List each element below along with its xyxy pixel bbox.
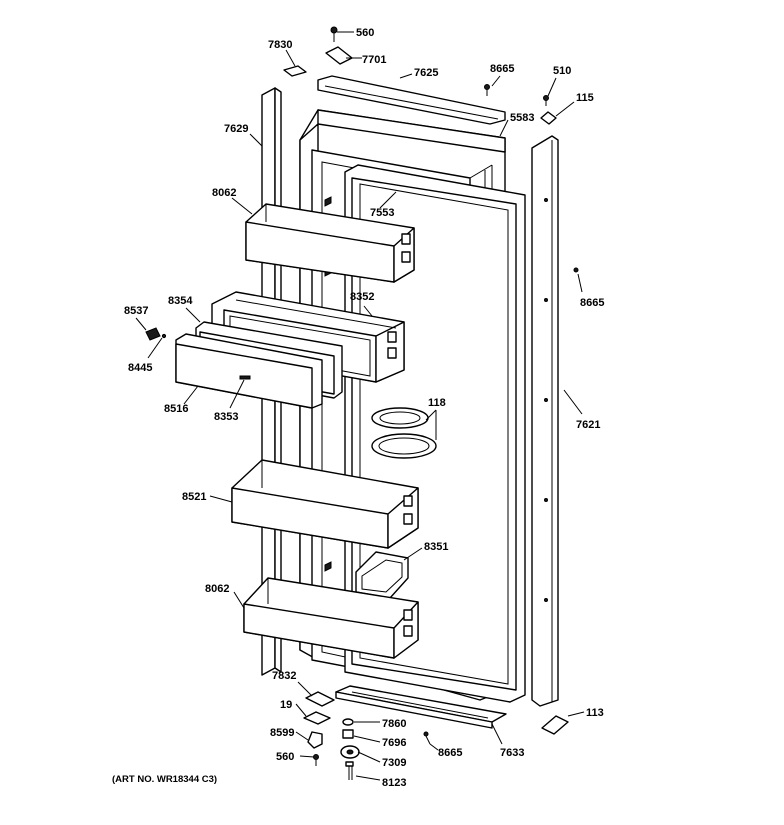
leader-lines <box>135 31 585 781</box>
callout-7629: 7629 <box>224 123 248 135</box>
callout-7309: 7309 <box>382 757 406 769</box>
callout-8062-top: 8062 <box>212 187 236 199</box>
callout-8351: 8351 <box>424 541 448 553</box>
callout-560-top: 560 <box>356 27 374 39</box>
callout-8352: 8352 <box>350 291 374 303</box>
bottom-hinge-parts <box>303 691 569 780</box>
callout-labels: 560 7701 7830 7625 8665 510 115 5583 762… <box>112 27 604 789</box>
callout-8062-bottom: 8062 <box>205 583 229 595</box>
callout-8353: 8353 <box>214 411 238 423</box>
callout-8665-right: 8665 <box>580 297 604 309</box>
callout-7633: 7633 <box>500 747 524 759</box>
callout-113: 113 <box>586 707 604 719</box>
drawer-pin <box>145 327 167 341</box>
callout-19: 19 <box>280 699 292 711</box>
callout-7621: 7621 <box>576 419 600 431</box>
callout-118: 118 <box>428 397 446 409</box>
callout-8665-bottom: 8665 <box>438 747 462 759</box>
callout-7553: 7553 <box>370 207 394 219</box>
upper-door-bin <box>245 203 415 283</box>
callout-8445: 8445 <box>128 362 152 374</box>
art-number: (ART NO. WR18344 C3) <box>112 774 217 785</box>
right-trim-strip <box>531 135 559 707</box>
callout-560-bottom: 560 <box>276 751 294 763</box>
callout-7696: 7696 <box>382 737 406 749</box>
callout-8354: 8354 <box>168 295 193 307</box>
callout-8516: 8516 <box>164 403 188 415</box>
lower-door-bin <box>243 577 419 659</box>
callout-510: 510 <box>553 65 571 77</box>
callout-115: 115 <box>576 92 594 104</box>
top-cap <box>317 75 506 125</box>
drawer-cover <box>175 333 323 409</box>
bottom-trim-strip <box>335 685 507 729</box>
callout-7830: 7830 <box>268 39 292 51</box>
top-hinge-parts <box>283 26 579 273</box>
middle-door-bin <box>231 459 419 549</box>
callout-5583: 5583 <box>510 112 534 124</box>
callout-7832: 7832 <box>272 670 296 682</box>
callout-7701: 7701 <box>362 54 386 66</box>
callout-7860: 7860 <box>382 718 406 730</box>
callout-8599: 8599 <box>270 727 294 739</box>
callout-8123: 8123 <box>382 777 406 789</box>
egg-tray <box>371 407 437 459</box>
callout-8521: 8521 <box>182 491 206 503</box>
callout-8665-top: 8665 <box>490 63 514 75</box>
callout-8537: 8537 <box>124 305 148 317</box>
callout-7625: 7625 <box>414 67 438 79</box>
